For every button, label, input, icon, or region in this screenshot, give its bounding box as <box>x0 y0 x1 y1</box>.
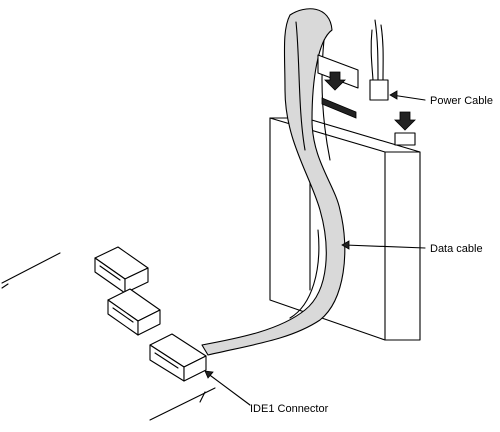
pointer-arrows <box>204 90 426 406</box>
label-data-cable: Data cable <box>430 243 483 255</box>
power-connector <box>369 19 416 146</box>
motherboard-connector-1 <box>94 246 149 294</box>
drive-data-connector <box>317 54 359 119</box>
hard-drive <box>269 117 421 341</box>
label-ide1-connector: IDE1 Connector <box>250 403 329 415</box>
motherboard-outline <box>1 252 216 421</box>
motherboard-connector-2 <box>107 288 161 336</box>
data-cable <box>201 8 346 356</box>
label-power-cable: Power Cable <box>430 95 493 107</box>
ide1-connector <box>149 333 207 382</box>
